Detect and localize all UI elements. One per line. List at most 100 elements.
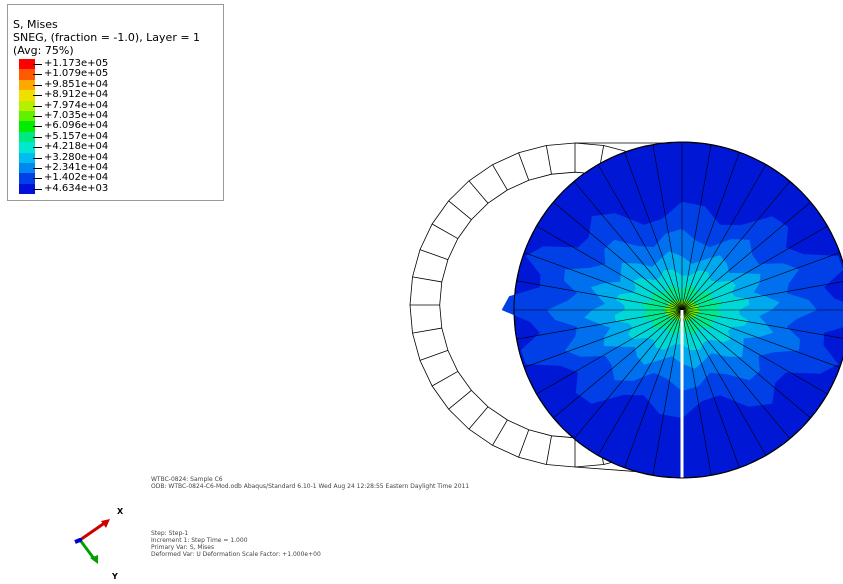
y-axis-label: Y	[112, 572, 118, 581]
element-edge	[681, 164, 767, 311]
element-edge	[681, 309, 811, 419]
legend-swatch	[19, 110, 35, 122]
step-info: Step: Step-1 Increment 1: Step Time = 1.…	[151, 530, 321, 558]
wire-rib	[468, 180, 489, 204]
legend-swatch	[19, 90, 35, 101]
element-edge	[681, 309, 791, 439]
legend-value: +1.079e+05	[32, 68, 109, 80]
x-axis-label: X	[117, 507, 124, 516]
y-arrowhead-icon	[90, 555, 98, 564]
wire-rib	[448, 390, 472, 410]
wire-rib	[468, 406, 489, 430]
element-edge	[681, 152, 740, 311]
wire-rib	[518, 429, 530, 458]
element-edge	[597, 309, 683, 456]
legend-swatch	[19, 121, 35, 132]
wire-rib	[492, 419, 508, 446]
wire-rib	[545, 435, 552, 465]
legend-value: +3.280e+04	[32, 151, 109, 163]
element-edge	[516, 280, 683, 311]
legend-swatch	[19, 100, 35, 111]
model-info: WTBC-0824: Sample C6 ODB: WTBC-0824-C6-M…	[151, 476, 469, 490]
element-edge	[681, 181, 791, 311]
wire-rib	[412, 327, 442, 334]
element-edge	[524, 309, 683, 368]
legend-averaging: (Avg: 75%)	[13, 44, 74, 57]
wire-rib	[412, 276, 442, 283]
element-edge	[624, 309, 683, 468]
contour-legend: S, Mises SNEG, (fraction = -1.0), Layer …	[7, 4, 224, 201]
legend-swatch	[19, 162, 35, 174]
legend-value: +6.096e+04	[32, 120, 109, 132]
element-edge	[681, 309, 828, 395]
legend-value: +9.851e+04	[32, 78, 109, 90]
element-edge	[681, 309, 840, 368]
legend-value: +7.035e+04	[32, 109, 109, 121]
disk-rim	[513, 141, 843, 479]
deformed-disk-contour	[501, 141, 843, 479]
wire-rib	[492, 164, 508, 191]
element-edge	[681, 225, 828, 311]
element-edge	[681, 309, 843, 339]
element-edge	[516, 309, 683, 340]
element-edge	[652, 144, 683, 311]
legend-section: SNEG, (fraction = -1.0), Layer = 1	[13, 31, 201, 44]
element-edge	[597, 164, 683, 311]
legend-value: +7.974e+04	[32, 99, 109, 111]
legend-swatch	[19, 69, 35, 80]
legend-value: +1.402e+04	[32, 172, 109, 184]
legend-swatch	[19, 59, 35, 70]
element-edge	[652, 309, 683, 476]
wire-rib	[545, 145, 552, 175]
model-title: WTBC-0824: Sample C6	[151, 476, 223, 483]
step-name: Step: Step-1	[151, 530, 189, 537]
legend-value: +2.341e+04	[32, 161, 109, 173]
legend-value: +8.912e+04	[32, 89, 109, 101]
legend-swatch	[19, 131, 35, 143]
legend-swatch	[19, 183, 35, 195]
legend-value: +5.157e+04	[32, 130, 109, 142]
element-edge	[524, 252, 683, 311]
wire-rib	[448, 200, 472, 220]
element-edge	[573, 181, 683, 311]
primary-var: Primary Var: S, Mises	[151, 544, 215, 551]
legend-swatch	[19, 79, 35, 91]
legend-color-bar	[19, 59, 35, 195]
element-edge	[536, 225, 683, 311]
legend-value: +4.634e+03	[32, 182, 109, 194]
element-edge	[681, 309, 767, 456]
legend-value: +4.218e+04	[32, 141, 109, 153]
legend-values: +1.173e+05+1.079e+05+9.851e+04+8.912e+04…	[32, 58, 109, 194]
element-edge	[624, 152, 683, 311]
wire-rib	[431, 371, 459, 387]
element-edge	[536, 309, 683, 395]
wire-rib	[419, 249, 448, 260]
element-edge	[681, 252, 840, 311]
element-edge	[553, 201, 683, 311]
y-axis-arrow	[78, 539, 97, 561]
element-edge	[573, 309, 683, 439]
increment-info: Increment 1: Step Time = 1.000	[151, 537, 248, 544]
legend-swatch	[19, 173, 35, 184]
odb-info: ODB: WTBC-0824-C6-Mod.odb Abaqus/Standar…	[151, 483, 470, 490]
x-axis-arrow	[79, 520, 107, 542]
element-edge	[681, 309, 712, 476]
wire-rib	[419, 350, 448, 361]
triad-icon	[74, 519, 110, 564]
deformed-var: Deformed Var: U Deformation Scale Factor…	[151, 551, 321, 558]
legend-value: +1.173e+05	[32, 58, 109, 69]
legend-swatch	[19, 142, 35, 153]
legend-variable: S, Mises	[13, 18, 58, 31]
element-edge	[553, 309, 683, 419]
view-triad: X Y	[70, 500, 130, 584]
element-edge	[681, 281, 843, 311]
element-edge	[681, 201, 811, 311]
wire-rib	[518, 152, 530, 181]
x-arrowhead-icon	[101, 519, 110, 528]
element-edge	[681, 144, 712, 311]
triad-origin	[78, 538, 82, 542]
legend-swatch	[19, 152, 35, 163]
wire-rib	[431, 223, 459, 239]
element-edge	[681, 309, 740, 468]
